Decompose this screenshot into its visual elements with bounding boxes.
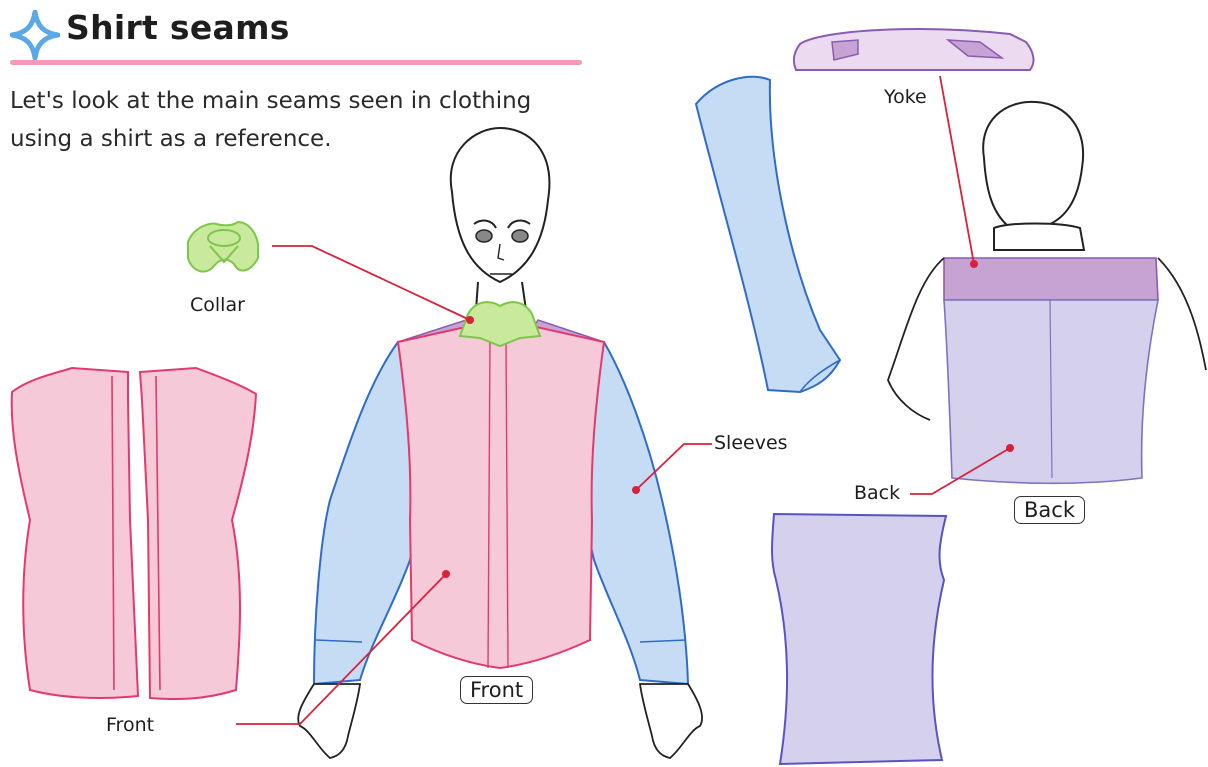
yoke-piece <box>794 29 1034 70</box>
label-sleeves: Sleeves <box>714 432 788 454</box>
front-panel-pieces <box>12 368 256 699</box>
sleeve-piece <box>696 77 840 392</box>
back-panel-piece <box>772 514 946 764</box>
label-front-view: Front <box>460 676 533 704</box>
label-yoke: Yoke <box>884 86 927 108</box>
hand-right <box>640 684 702 758</box>
collar-piece <box>188 222 258 272</box>
label-front-part: Front <box>106 714 154 736</box>
back-figure <box>888 102 1206 483</box>
label-back-view: Back <box>1014 496 1085 524</box>
figure-head <box>451 128 550 310</box>
label-collar: Collar <box>190 294 245 316</box>
front-body-panel <box>398 326 604 668</box>
label-back-part: Back <box>854 482 900 504</box>
